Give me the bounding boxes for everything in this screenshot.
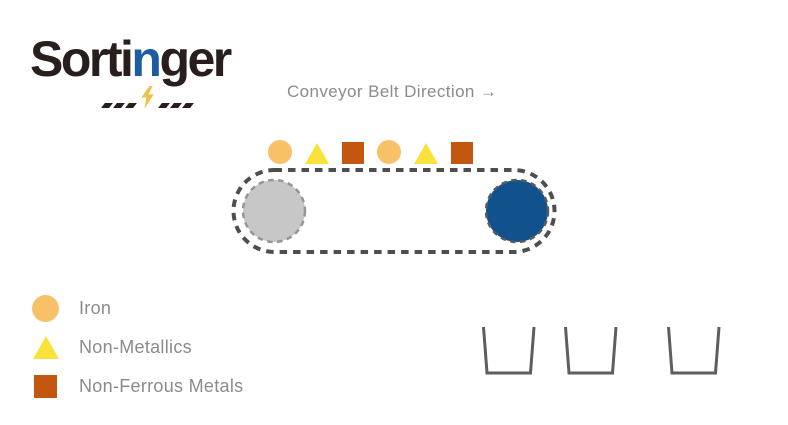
belt-item-non-metallic: [414, 143, 438, 164]
logo-speed-dashes: [101, 84, 194, 109]
belt-right-wheel: [484, 178, 550, 244]
belt-item-non-ferrous: [342, 142, 364, 164]
speed-dash-icon: [170, 103, 182, 108]
speed-dash-icon: [182, 103, 194, 108]
legend-item: Iron: [32, 295, 243, 322]
logo-word-start: Sorti: [30, 31, 134, 87]
circle-swatch-icon: [32, 295, 59, 322]
logo-word-end: ger: [159, 31, 232, 87]
speed-dash-icon: [101, 103, 113, 108]
legend-item: Non-Metallics: [32, 334, 243, 361]
logo-wordmark: Sortinger: [30, 34, 260, 84]
triangle-swatch-icon: [32, 336, 59, 359]
belt-item-non-metallic: [305, 143, 329, 164]
belt-item-iron: [268, 140, 292, 164]
conveyor-direction-label: Conveyor Belt Direction →: [287, 82, 498, 101]
lightning-bolt-icon: [141, 86, 154, 109]
legend-item: Non-Ferrous Metals: [32, 373, 243, 400]
collection-bin-1: [481, 326, 537, 382]
belt-item-iron: [377, 140, 401, 164]
belt-items-row: [268, 140, 473, 164]
square-swatch-icon: [32, 375, 59, 398]
speed-dash-icon: [125, 103, 137, 108]
belt-item-non-ferrous: [451, 142, 473, 164]
logo: Sortinger: [30, 34, 260, 109]
legend-label: Non-Metallics: [79, 337, 192, 357]
legend-label: Iron: [79, 298, 112, 318]
conveyor-belt: [231, 168, 557, 254]
legend-shape-triangle: [32, 336, 59, 359]
legend-label: Non-Ferrous Metals: [79, 376, 244, 396]
belt-outline: [231, 168, 557, 254]
legend-shape-square: [34, 375, 57, 398]
collection-bin-3: [666, 326, 722, 382]
legend-shape-circle: [32, 295, 59, 322]
speed-dash-icon: [113, 103, 125, 108]
collection-bin-2: [563, 326, 619, 382]
logo-magnet-letter: n: [131, 31, 162, 87]
speed-dash-icon: [158, 103, 170, 108]
belt-left-wheel: [241, 178, 307, 244]
